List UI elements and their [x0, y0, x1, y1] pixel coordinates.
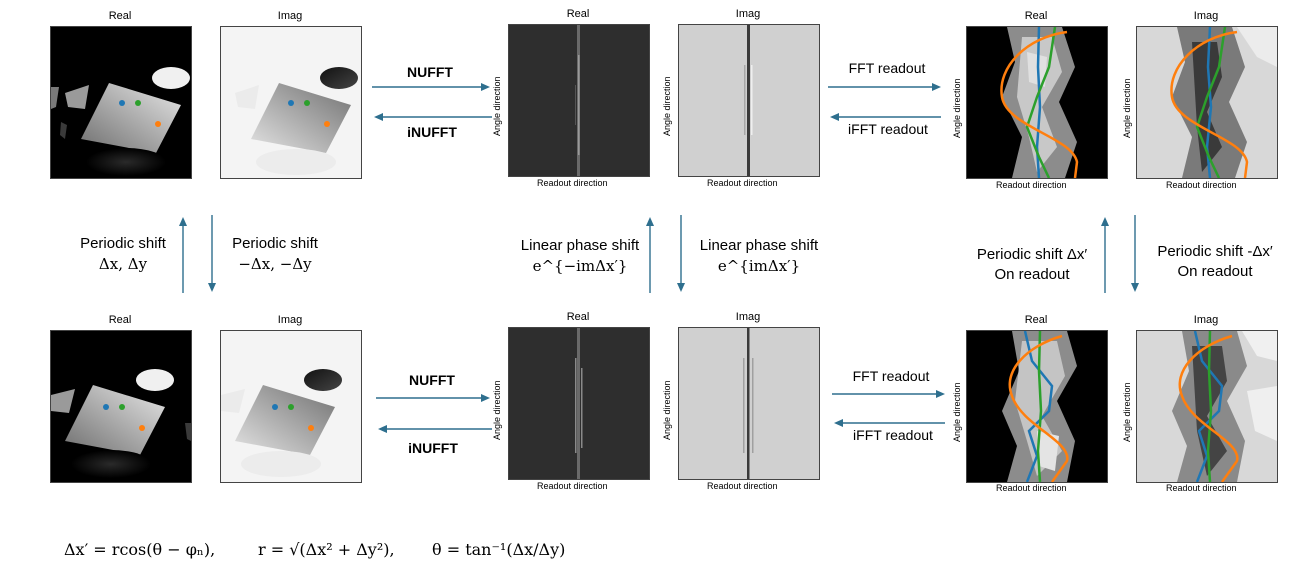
line-orange — [1170, 30, 1249, 178]
dot-green — [288, 404, 294, 410]
op-ifft-readout-bottom: iFFT readout — [853, 427, 933, 443]
dot-green — [135, 100, 141, 106]
label-readout-direction: Readout direction — [707, 178, 778, 188]
bottom-kspace-real — [508, 327, 650, 480]
dot-blue — [288, 100, 294, 106]
arrow-fft-readout-top — [828, 83, 941, 91]
line-orange — [1178, 334, 1239, 482]
label-readout-direction: Readout direction — [537, 178, 608, 188]
text-shift-mid-up: Linear phase shift e^{−imΔx′} — [520, 237, 640, 275]
label-readout-direction: Readout direction — [996, 180, 1067, 190]
arrow-nufft-bottom — [376, 394, 490, 402]
title-bottom-hybrid-imag: Imag — [1193, 314, 1219, 326]
op-nufft-bottom: NUFFT — [409, 372, 455, 388]
op-ifft-readout-top: iFFT readout — [848, 121, 928, 137]
arrow-nufft-top — [372, 83, 490, 91]
label-readout-direction: Readout direction — [537, 481, 608, 491]
text-shift-right-up: Periodic shift Δx′ On readout — [976, 246, 1088, 283]
arrow-shift-mid-down — [677, 215, 685, 292]
op-inufft-top: iNUFFT — [407, 124, 457, 140]
line-green — [1025, 27, 1057, 178]
text-shift-mid-down: Linear phase shift e^{imΔx′} — [699, 237, 819, 275]
title-bottom-image-imag: Imag — [277, 314, 303, 326]
line-blue — [1193, 331, 1224, 482]
label-angle-direction: Angle direction — [492, 76, 502, 136]
title-top-kspace-imag: Imag — [735, 8, 761, 20]
title-top-image-real: Real — [108, 10, 132, 22]
dot-orange — [139, 425, 145, 431]
line-blue — [1023, 331, 1054, 482]
title-bottom-kspace-imag: Imag — [735, 311, 761, 323]
title-bottom-image-real: Real — [108, 314, 132, 326]
top-hybrid-imag — [1136, 26, 1278, 179]
bottom-hybrid-imag — [1136, 330, 1278, 483]
line-green — [1036, 331, 1043, 482]
dot-orange — [324, 121, 330, 127]
dot-blue — [103, 404, 109, 410]
label-readout-direction: Readout direction — [1166, 483, 1237, 493]
op-nufft-top: NUFFT — [407, 64, 453, 80]
op-fft-readout-bottom: FFT readout — [852, 368, 930, 384]
op-fft-readout-top: FFT readout — [848, 60, 926, 76]
formula-r: r = √(Δx² + Δy²), — [258, 540, 395, 559]
arrow-inufft-bottom — [378, 425, 492, 433]
line-blue — [1035, 27, 1042, 178]
top-kspace-real — [508, 24, 650, 177]
line-green — [1206, 331, 1213, 482]
title-bottom-hybrid-real: Real — [1024, 314, 1048, 326]
arrow-shift-right-down — [1131, 215, 1139, 292]
line-orange — [1000, 30, 1079, 178]
text-shift-left-up: Periodic shift Δx, Δy — [80, 235, 166, 273]
text-shift-left-down: Periodic shift −Δx, −Δy — [232, 235, 318, 273]
top-kspace-imag — [678, 24, 820, 177]
label-readout-direction: Readout direction — [1166, 180, 1237, 190]
arrow-shift-left-down — [208, 215, 216, 292]
bottom-image-imag — [220, 330, 362, 483]
top-hybrid-real — [966, 26, 1108, 179]
title-top-kspace-real: Real — [566, 8, 590, 20]
label-angle-direction: Angle direction — [492, 380, 502, 440]
arrow-shift-left-up — [179, 217, 187, 293]
label-angle-direction: Angle direction — [662, 380, 672, 440]
top-image-imag — [220, 26, 362, 179]
formula-theta: θ = tan⁻¹(Δx/Δy) — [432, 540, 566, 559]
dot-orange — [155, 121, 161, 127]
label-angle-direction: Angle direction — [952, 382, 962, 442]
bottom-hybrid-real — [966, 330, 1108, 483]
top-image-real — [50, 26, 192, 179]
dot-green — [304, 100, 310, 106]
dot-blue — [119, 100, 125, 106]
dot-orange — [308, 425, 314, 431]
arrow-inufft-top — [374, 113, 492, 121]
op-inufft-bottom: iNUFFT — [408, 440, 458, 456]
dot-blue — [272, 404, 278, 410]
bottom-kspace-imag — [678, 327, 820, 480]
label-readout-direction: Readout direction — [707, 481, 778, 491]
arrow-ifft-readout-top — [830, 113, 941, 121]
title-top-hybrid-real: Real — [1024, 10, 1048, 22]
label-angle-direction: Angle direction — [952, 78, 962, 138]
text-shift-right-down: Periodic shift -Δx′ On readout — [1157, 243, 1273, 280]
arrow-shift-mid-up — [646, 217, 654, 293]
line-green — [1195, 27, 1227, 178]
line-orange — [1008, 334, 1069, 482]
label-angle-direction: Angle direction — [662, 76, 672, 136]
dot-green — [119, 404, 125, 410]
arrow-fft-readout-bottom — [832, 390, 945, 398]
formula-delta-x-prime: Δx′ = rcos(θ − φₙ), — [64, 540, 216, 559]
arrow-shift-right-up — [1101, 217, 1109, 293]
label-readout-direction: Readout direction — [996, 483, 1067, 493]
bottom-image-real — [50, 330, 192, 483]
title-top-hybrid-imag: Imag — [1193, 10, 1219, 22]
title-bottom-kspace-real: Real — [566, 311, 590, 323]
arrow-ifft-readout-bottom — [834, 419, 945, 427]
label-angle-direction: Angle direction — [1122, 78, 1132, 138]
label-angle-direction: Angle direction — [1122, 382, 1132, 442]
title-top-image-imag: Imag — [277, 10, 303, 22]
